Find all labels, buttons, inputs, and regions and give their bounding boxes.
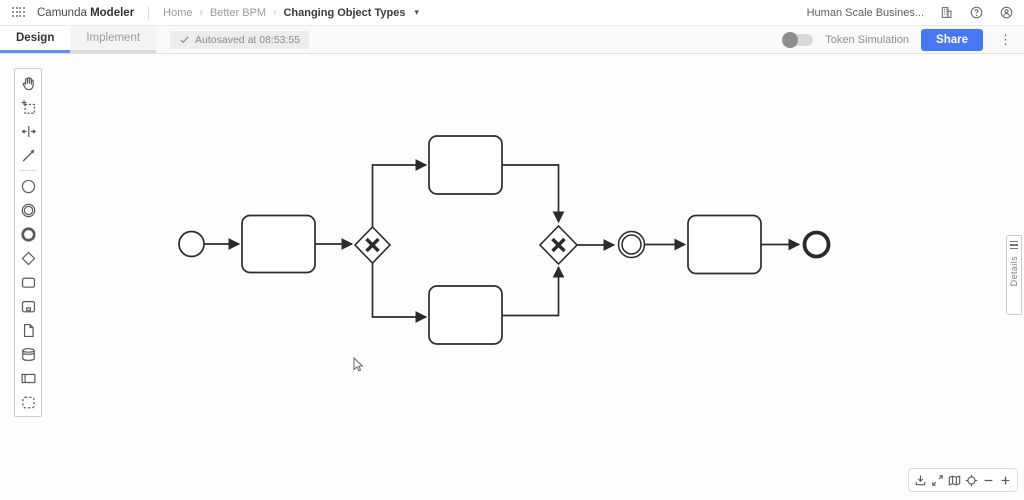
top-header: Camunda Modeler Home › Better BPM › Chan… — [0, 0, 1024, 26]
zoom-in-icon[interactable] — [997, 469, 1014, 491]
checkmark-icon — [180, 36, 189, 44]
toolbar: Design Implement Autosaved at 08:53:55 T… — [0, 26, 1024, 54]
organization-icon[interactable] — [938, 5, 954, 21]
breadcrumb-project[interactable]: Better BPM — [209, 6, 267, 19]
chevron-down-icon[interactable]: ▾ — [414, 7, 420, 17]
kebab-menu-icon[interactable]: ⋮ — [999, 31, 1012, 47]
token-simulation-label: Token Simulation — [825, 33, 910, 46]
details-panel-tab[interactable]: Details — [1006, 235, 1022, 315]
header-divider — [148, 5, 150, 20]
exclusive-gateway-join[interactable] — [538, 224, 579, 266]
share-button[interactable]: Share — [921, 28, 983, 51]
start-event[interactable] — [178, 230, 205, 258]
tab-implement[interactable]: Implement — [70, 26, 157, 53]
details-label: Details — [1009, 256, 1019, 287]
token-simulation-toggle[interactable] — [782, 31, 814, 48]
space-tool-icon[interactable] — [15, 119, 41, 143]
start-event-icon[interactable] — [15, 174, 41, 198]
task-icon[interactable] — [15, 270, 41, 294]
end-event[interactable] — [802, 230, 831, 259]
minimap-icon[interactable] — [946, 469, 963, 491]
end-event-icon[interactable] — [15, 222, 41, 246]
lasso-tool-icon[interactable] — [15, 95, 41, 119]
task-top[interactable] — [428, 135, 503, 195]
intermediate-event-icon[interactable] — [15, 198, 41, 222]
breadcrumb-current[interactable]: Changing Object Types — [283, 6, 406, 19]
zoom-out-icon[interactable] — [980, 469, 997, 491]
account-icon[interactable] — [998, 5, 1014, 21]
exclusive-gateway-split[interactable] — [353, 225, 392, 265]
task-1[interactable] — [241, 214, 316, 274]
intermediate-event[interactable] — [617, 230, 646, 259]
task-bottom[interactable] — [428, 285, 503, 345]
breadcrumb-separator: › — [199, 7, 203, 18]
palette-separator — [19, 170, 37, 171]
breadcrumb: Home › Better BPM › Changing Object Type… — [163, 7, 419, 19]
autosave-status: Autosaved at 08:53:55 — [170, 30, 310, 49]
breadcrumb-separator: › — [273, 7, 277, 18]
data-object-icon[interactable] — [15, 318, 41, 342]
data-store-icon[interactable] — [15, 342, 41, 366]
brand-title: Camunda Modeler — [37, 6, 135, 19]
flow-tasktop-join[interactable] — [502, 164, 565, 224]
diagram-canvas[interactable]: Details — [0, 54, 1024, 500]
organization-name[interactable]: Human Scale Busines... — [806, 6, 924, 19]
group-icon[interactable] — [15, 390, 41, 414]
task-2[interactable] — [687, 214, 762, 275]
subprocess-icon[interactable] — [15, 294, 41, 318]
flow-taskbottom-join[interactable] — [502, 265, 565, 317]
tab-design[interactable]: Design — [0, 26, 71, 53]
cursor-pointer — [353, 357, 364, 372]
element-palette — [14, 68, 42, 417]
breadcrumb-home[interactable]: Home — [163, 6, 193, 19]
fit-view-icon[interactable] — [929, 469, 946, 491]
bpmn-diagram — [178, 135, 831, 345]
global-connect-icon[interactable] — [15, 143, 41, 167]
participant-icon[interactable] — [15, 366, 41, 390]
reset-zoom-icon[interactable] — [963, 469, 980, 491]
apps-grid-icon[interactable] — [12, 7, 25, 18]
download-icon[interactable] — [912, 469, 929, 491]
hamburger-icon — [1010, 241, 1018, 250]
flow-gateway-taskbottom[interactable] — [371, 263, 428, 323]
hand-tool-icon[interactable] — [15, 71, 41, 95]
help-icon[interactable] — [968, 5, 984, 21]
gateway-icon[interactable] — [15, 246, 41, 270]
flow-gateway-tasktop[interactable] — [371, 159, 428, 227]
canvas-controls — [908, 468, 1018, 492]
